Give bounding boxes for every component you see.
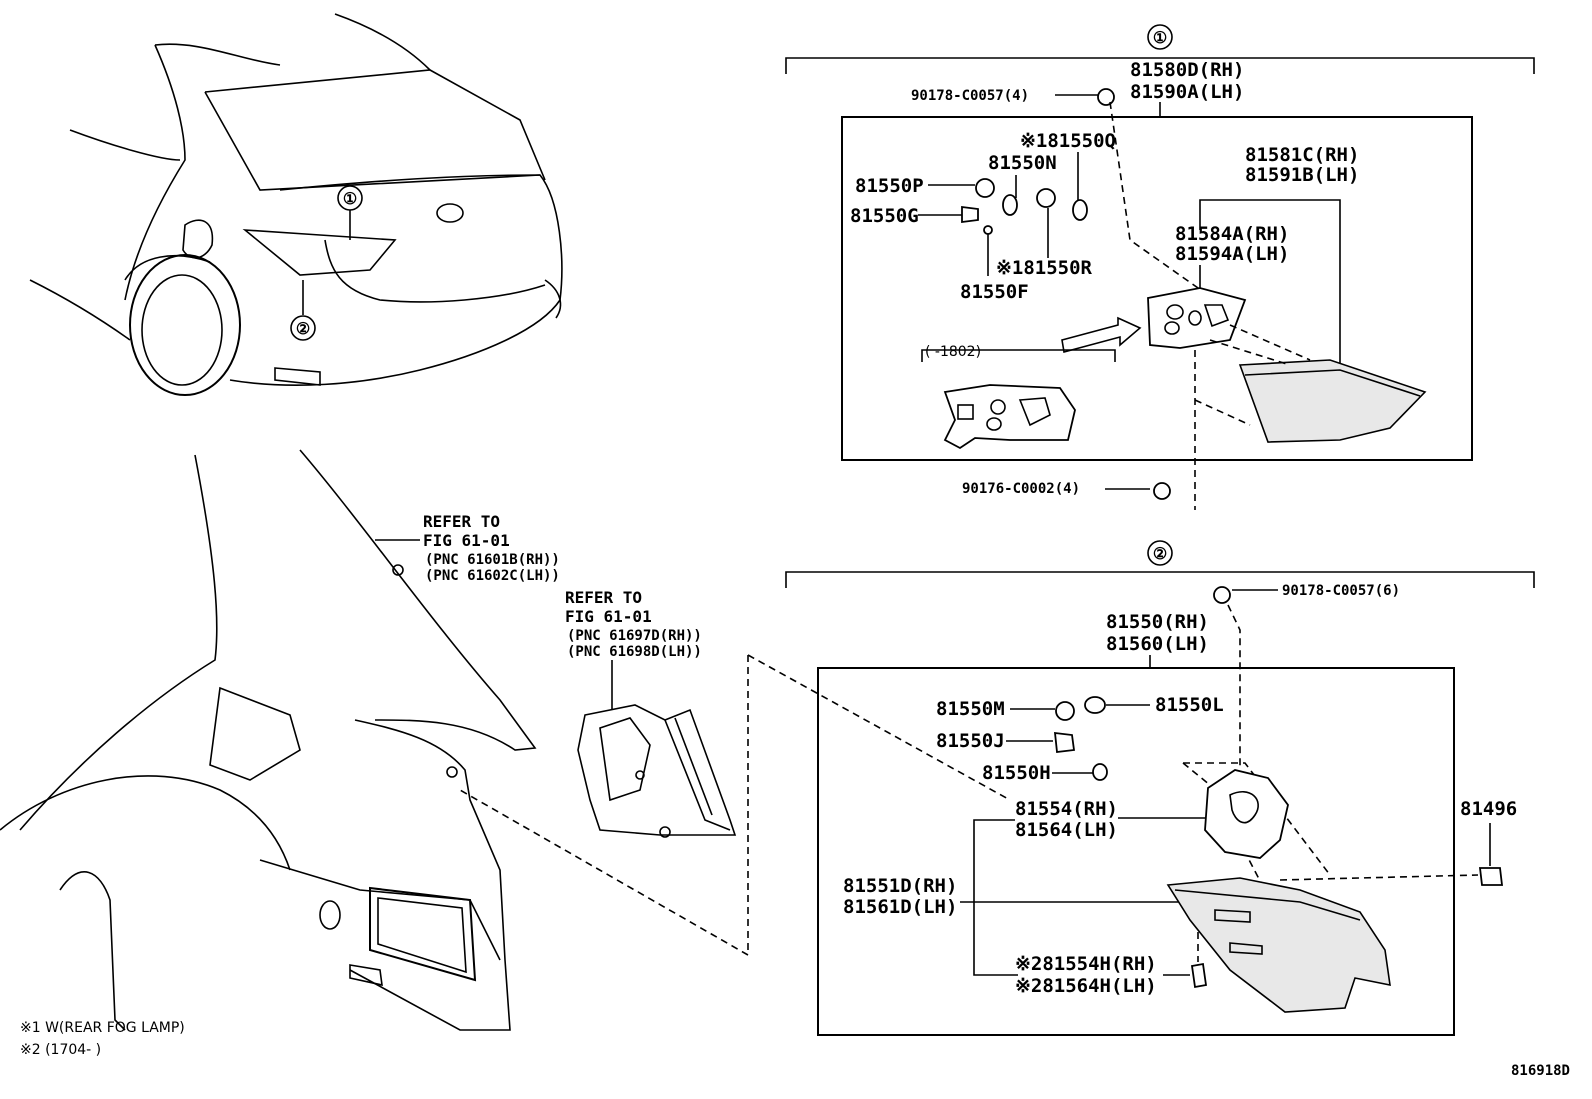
- g1-81550r: ※181550R: [996, 257, 1093, 279]
- g1-variant: ( -1802): [925, 344, 981, 360]
- note-2: ※2 (1704- ): [20, 1042, 101, 1058]
- g1-81550g: 81550G: [850, 205, 919, 227]
- g2-assy-rh: 81550(RH): [1106, 611, 1209, 633]
- g2-lens-lh: 81561D(LH): [843, 896, 957, 918]
- bulb-81550f-icon: [983, 225, 993, 235]
- bulb-81550l-icon: [1084, 696, 1106, 714]
- ref2-line2: FIG 61-01: [565, 607, 652, 626]
- g1-gasket-lh: 81594A(LH): [1175, 243, 1289, 265]
- g1-lens-rh: 81581C(RH): [1245, 144, 1359, 166]
- ref2-line3: (PNC 61697D(RH)): [567, 628, 702, 644]
- group-1: ① 81580D(RH) 81590A(LH) 90178-C0057(4) ※…: [785, 24, 1535, 510]
- g2-gasket-lh: 81564(LH): [1015, 819, 1118, 841]
- g2-lens-part: [1166, 877, 1391, 1013]
- note-1: ※1 W(REAR FOG LAMP): [20, 1020, 185, 1036]
- callout-1-group: ①: [1153, 28, 1167, 47]
- bulb-81550h-icon: [1092, 763, 1108, 781]
- socket-81550p-icon: [975, 178, 995, 198]
- inner-panel-bracket: [577, 704, 737, 838]
- g1-screw-top: 90178-C0057(4): [911, 88, 1029, 104]
- g2-81550h: 81550H: [982, 762, 1051, 784]
- socket-81550j-icon: [1053, 731, 1076, 754]
- bulb-81550n-icon: [1002, 194, 1018, 216]
- g2-clip: 81496: [1460, 798, 1517, 820]
- g1-81550f: 81550F: [960, 281, 1029, 303]
- g2-81550m: 81550M: [936, 698, 1005, 720]
- figure-code: 816918D: [1511, 1063, 1570, 1079]
- g2-seal-part: [1190, 962, 1208, 989]
- ref1-line2: FIG 61-01: [423, 531, 510, 550]
- g1-assy-lh: 81590A(LH): [1130, 81, 1244, 103]
- g1-screw-top-icon: [1097, 88, 1115, 106]
- arrow-icon: [1061, 316, 1142, 354]
- g2-81550j: 81550J: [936, 730, 1005, 752]
- bulb-81550q-icon: [1072, 199, 1088, 221]
- g2-screw-top-icon: [1213, 586, 1231, 604]
- g1-assy-rh: 81580D(RH): [1130, 59, 1244, 81]
- g2-seal-lh: ※281564H(LH): [1015, 975, 1157, 997]
- g1-box: [841, 116, 1473, 461]
- socket-81550m-icon: [1055, 701, 1075, 721]
- g1-81550p: 81550P: [855, 175, 924, 197]
- g1-81550q: ※181550Q: [1020, 130, 1116, 152]
- callout-1-car: ①: [343, 189, 357, 208]
- socket-81550r-icon: [1036, 188, 1056, 208]
- g1-gasket-rh: 81584A(RH): [1175, 223, 1289, 245]
- callout-2-car: ②: [296, 319, 310, 338]
- g2-lens-rh: 81551D(RH): [843, 875, 957, 897]
- g2-gasket-rh: 81554(RH): [1015, 798, 1118, 820]
- car-rear-view: ① ②: [29, 13, 563, 396]
- g1-lens-part: [1238, 359, 1427, 443]
- g2-seal-rh: ※281554H(RH): [1015, 953, 1157, 975]
- g1-old-gasket-part: [943, 384, 1076, 450]
- g1-lens-lh: 81591B(LH): [1245, 164, 1359, 186]
- callout-2-group: ②: [1153, 544, 1167, 563]
- socket-81550g-icon: [961, 205, 979, 224]
- g1-gasket-part: [1147, 287, 1247, 349]
- ref2-line1: REFER TO: [565, 588, 642, 607]
- panel-dash-lines: [459, 655, 749, 957]
- ref1-line1: REFER TO: [423, 512, 500, 531]
- ref2-line4: (PNC 61698D(LH)): [567, 644, 702, 660]
- g2-box: [817, 667, 1455, 1036]
- g1-screw-bottom: 90176-C0002(4): [962, 481, 1080, 497]
- group-2: ② 90178-C0057(6) 81550(RH) 81560(LH) 815…: [785, 540, 1535, 1036]
- ref1-line4: (PNC 61602C(LH)): [425, 568, 560, 584]
- g1-screw-bottom-icon: [1153, 482, 1171, 500]
- clip-81496-icon: [1478, 867, 1504, 886]
- g2-81550l: 81550L: [1155, 694, 1224, 716]
- g2-gasket-part: [1204, 769, 1289, 859]
- g2-screw-top: 90178-C0057(6): [1282, 583, 1400, 599]
- ref1-line3: (PNC 61601B(RH)): [425, 552, 560, 568]
- quarter-panel-illustration: [0, 449, 537, 1031]
- g1-81550n: 81550N: [988, 152, 1057, 174]
- g2-assy-lh: 81560(LH): [1106, 633, 1209, 655]
